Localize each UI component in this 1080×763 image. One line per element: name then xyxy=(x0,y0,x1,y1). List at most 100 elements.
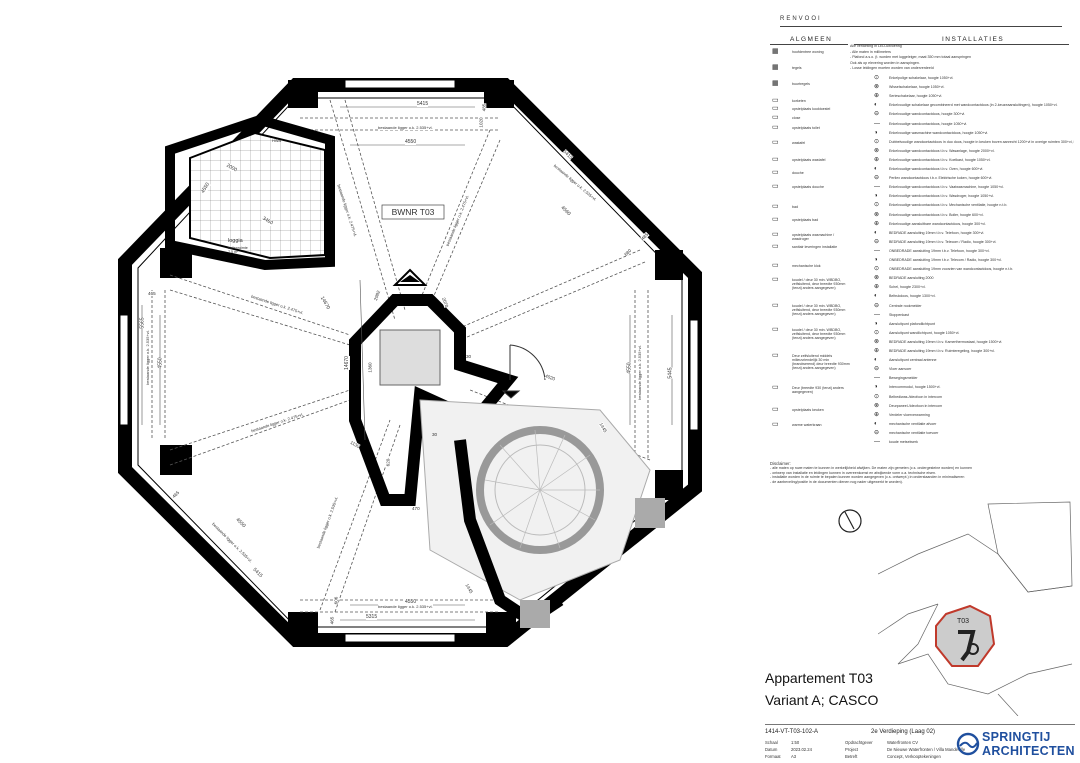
legend-installatie-item: Enkelvoudige aansluitbare wandcontactdoo… xyxy=(889,221,986,226)
legend-installatie-item: Enkelvoudige wandcontactdoos, hoogte 300… xyxy=(889,112,966,117)
legend-symbol: ▭ xyxy=(772,262,779,269)
legend-col-installaties: INSTALLATIES xyxy=(942,36,1005,43)
legend-installatie-symbol-icon: ◑ xyxy=(874,384,878,391)
legend-symbol: ▭ xyxy=(772,276,779,283)
legend-algemeen-item: bad xyxy=(792,205,798,209)
legend-installatie-symbol-icon: ◐ xyxy=(874,420,878,427)
legend-installatie-item: Enkelvoudige wandcontactdoos t.b.v. Mech… xyxy=(889,203,1008,208)
meta-project-key: Project xyxy=(845,747,859,752)
legend-symbol: ▭ xyxy=(772,326,779,333)
floor-plan xyxy=(118,78,702,647)
legend-installatie-symbol-icon: ⊕ xyxy=(874,156,880,163)
beam-label: bestaande ligger o.k. 2.535+vl. xyxy=(378,125,433,130)
meta-subject-key: Betreft xyxy=(845,754,858,759)
entry-door xyxy=(501,344,546,399)
legend-title: RENVOOI xyxy=(780,16,822,22)
legend-symbol: ▭ xyxy=(772,406,779,413)
legend-algemeen-item: opstelplaats wastafel xyxy=(792,158,826,162)
legend-installatie-symbol-icon: ⊖ xyxy=(874,302,880,309)
legend-installatie-item: Belbediwas-/ideofoon in intercom xyxy=(889,394,942,399)
dim-c3: 1360 xyxy=(367,362,373,373)
meta-project-value: De Nieuwe Waterfronten / Villa Mandevill… xyxy=(887,747,966,752)
legend-symbol: ▭ xyxy=(772,302,779,309)
logo-line-2: ARCHITECTEN xyxy=(982,744,1075,758)
legend-installatie-symbol-icon: ⊕ xyxy=(874,93,880,100)
legend-symbol: ▭ xyxy=(772,203,779,210)
legend-algemeen-item: close xyxy=(792,116,801,120)
legend-algemeen-item: tegels xyxy=(792,66,802,70)
legend-installatie-symbol-icon: ⊖ xyxy=(874,238,880,245)
legend-installatie-item: BEDRADE aansluiting 19mm t.b.v. Kamerthe… xyxy=(889,339,1003,344)
drawing-level: 2e Verdieping (Laag 02) xyxy=(871,729,936,735)
legend-installatie-item: BEDRADE aansluiting 19mm t.b.v. Ruimtere… xyxy=(889,349,995,353)
dim-c11: 465 xyxy=(148,291,156,296)
legend-symbol: ▦ xyxy=(772,48,779,55)
legend-symbol: ▦ xyxy=(772,80,779,87)
legend-installatie-symbol-icon: ⊕ xyxy=(874,411,880,418)
note-line: - de aanbeveling/positie in de documente… xyxy=(770,479,903,484)
legend-symbol: ▭ xyxy=(772,114,779,121)
legend-installatie-item: Enkelvoudige wasmachine wandcontactdoos,… xyxy=(889,130,989,135)
springtij-logo: SPRINGTIJ ARCHITECTEN xyxy=(956,728,1078,762)
legend-installatie-item: Centrale rookmelder xyxy=(889,303,922,308)
legend-installatie-item: Enkelvoudige wandcontactdoos t.b.v. Koel… xyxy=(889,157,991,162)
legend-algemeen-item: opstelplaats keuken xyxy=(792,408,824,412)
meta-subject-value: Concept, Verkooptekeningen xyxy=(887,754,941,759)
dim-c17: 620 xyxy=(385,458,391,467)
legend-installatie-item: Enkelvoudige wandcontactdoos, hoogte 105… xyxy=(889,121,968,126)
dim-right-inner: 4550 xyxy=(626,362,633,374)
note-line: - ontwerp van installatie en leidingen k… xyxy=(770,470,937,475)
meta-format-value: A3 xyxy=(791,754,797,759)
legend-installatie-symbol-icon: ⊖ xyxy=(874,366,880,373)
legend-installatie-item: Deurpaneel-/ideofoon in intercom xyxy=(889,403,943,408)
legend-symbol: ▭ xyxy=(772,169,779,176)
legend-installatie-symbol-icon: — xyxy=(874,311,880,318)
legend-installatie-symbol-icon: ◑ xyxy=(874,257,878,263)
legend-installatie-symbol-icon: ◐ xyxy=(874,293,878,300)
legend-installaties-intro-line: - Plafond a.s.o. (t. worden met luggelei… xyxy=(850,55,972,59)
legend-installatie-item: Enkelvoudige wandcontactdoos t.b.v. Wasd… xyxy=(889,194,994,199)
legend-algemeen-item: hoofdentree woning xyxy=(792,50,824,54)
dim-c8: 470 xyxy=(412,506,420,511)
legend-installatie-symbol-icon: ⊗ xyxy=(874,211,880,218)
hwa-label: HWA xyxy=(272,138,282,143)
legend-algemeen-item: sanitair leveringen installatie xyxy=(792,245,838,249)
meta-client-key: Opdrachtgever xyxy=(845,740,873,745)
legend-installatie-symbol-icon: ◐ xyxy=(874,166,878,172)
legend-installatie-item: Enkelvoudige wandcontactdoos t.b.v. Boil… xyxy=(889,212,984,217)
legend-installatie-item: Wisselschakelaar, hoogte 1050+vl. xyxy=(889,85,945,90)
legend-installatie-symbol-icon: ⊖ xyxy=(874,111,880,118)
legend-installaties-intro-line: - Alle maten in millimeters xyxy=(850,49,891,54)
notes-head: Disclaimer: xyxy=(770,461,791,466)
legend-installatie-item: Enkelvoudige wandcontactdoos t.b.v. Vaat… xyxy=(889,185,1004,190)
beams xyxy=(151,99,651,613)
legend-symbol: ▭ xyxy=(772,183,779,190)
legend-installatie-item: mechanische ventilatie toevoer xyxy=(889,430,939,435)
project-subtitle: Variant A; CASCO xyxy=(765,692,879,708)
legend-installaties-intro-line: Ook als op elevering worden in aanspinge… xyxy=(850,60,920,65)
outer-walls xyxy=(118,78,702,647)
legend-symbol: ▭ xyxy=(772,384,779,391)
legend-algemeen-item: korketen xyxy=(792,99,806,103)
legend-installatie-item: Serieschakelaar, hoogte 1050+vl. xyxy=(889,94,943,99)
logo-mark-icon xyxy=(956,732,980,756)
legend-installatie-item: BEDRADE aansluiting 2000 xyxy=(889,276,934,281)
dim-center-v: 14670 xyxy=(343,356,350,370)
legend-installatie-symbol-icon: ⊙ xyxy=(874,393,880,400)
legend-installatie-symbol-icon: ◐ xyxy=(874,229,878,236)
legend-installaties-intro-line: Alle verlichting in LED-uitvoering xyxy=(850,44,902,48)
legend-installatie-symbol-icon: ⊕ xyxy=(874,284,880,291)
key-map xyxy=(878,501,1073,716)
core xyxy=(349,268,519,506)
dim-bottom-outer: 5315 xyxy=(366,614,378,620)
legend-algemeen-item: opstelplaats wasmachine / wasdroger xyxy=(792,233,835,241)
dim-c9: 1020 xyxy=(478,117,484,128)
legend-symbol: ▭ xyxy=(772,105,779,112)
legend-installatie-item: BEDRADE aansluiting 19mm t.b.v. Telefoon… xyxy=(889,230,985,235)
legend-installatie-symbol-icon: — xyxy=(874,184,880,191)
legend-symbol: ▭ xyxy=(772,124,779,131)
drawing-number: 1414-VT-T03-102-A xyxy=(765,729,819,735)
legend-algemeen-item: buurtregels xyxy=(792,82,810,86)
legend-installatie-item: Aansluitpunt plafondlichtpunt xyxy=(889,321,935,326)
